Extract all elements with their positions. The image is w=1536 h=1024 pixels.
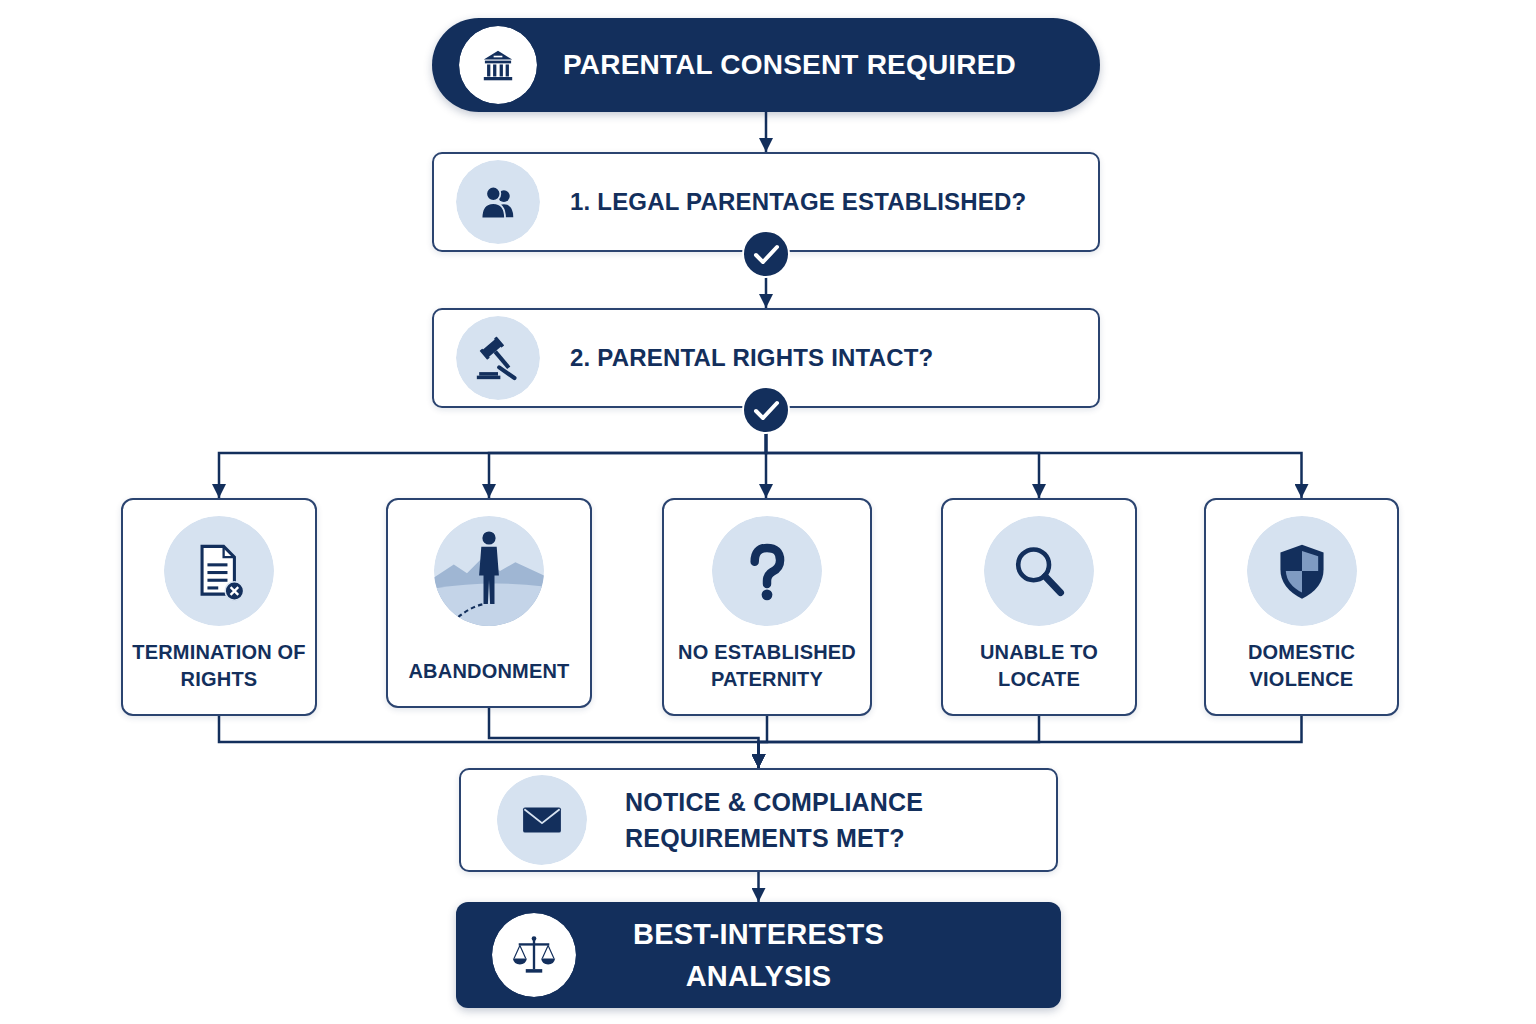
node-icon bbox=[456, 160, 540, 244]
flow-connector bbox=[219, 408, 766, 498]
question-box: 2. PARENTAL RIGHTS INTACT? bbox=[432, 308, 1100, 408]
question-box: NOTICE & COMPLIANCE REQUIREMENTS MET? bbox=[459, 768, 1058, 872]
node-label: UNABLE TO LOCATE bbox=[951, 639, 1127, 694]
exception-card: TERMINATION OF RIGHTS bbox=[121, 498, 317, 716]
exception-card: DOMESTIC VIOLENCE bbox=[1204, 498, 1399, 716]
exception-card: NO ESTABLISHED PATERNITY bbox=[662, 498, 872, 716]
node-label: DOMESTIC VIOLENCE bbox=[1214, 639, 1389, 694]
flow-connector bbox=[765, 252, 768, 308]
node-icon bbox=[164, 516, 274, 626]
node-icon bbox=[984, 516, 1094, 626]
flow-connector bbox=[766, 408, 1302, 498]
node-label: 1. LEGAL PARENTAGE ESTABLISHED? bbox=[570, 185, 1026, 220]
node-icon bbox=[492, 913, 576, 997]
flow-connector bbox=[765, 112, 768, 152]
exception-card: UNABLE TO LOCATE bbox=[941, 498, 1137, 716]
node-label: BEST-INTERESTS ANALYSIS bbox=[599, 913, 919, 997]
node-label: NO ESTABLISHED PATERNITY bbox=[672, 639, 862, 694]
node-icon bbox=[1247, 516, 1357, 626]
flow-connector bbox=[757, 872, 760, 902]
start-terminal: PARENTAL CONSENT REQUIRED bbox=[432, 18, 1100, 112]
flow-connector bbox=[489, 408, 766, 498]
node-label: NOTICE & COMPLIANCE REQUIREMENTS MET? bbox=[625, 784, 995, 857]
node-icon bbox=[456, 316, 540, 400]
question-box: 1. LEGAL PARENTAGE ESTABLISHED? bbox=[432, 152, 1100, 252]
node-label: 2. PARENTAL RIGHTS INTACT? bbox=[570, 341, 933, 376]
end-terminal: BEST-INTERESTS ANALYSIS bbox=[456, 902, 1061, 1008]
exception-card: ABANDONMENT bbox=[386, 498, 592, 708]
node-icon bbox=[712, 516, 822, 626]
node-icon bbox=[434, 516, 544, 626]
node-icon bbox=[497, 775, 587, 865]
flow-connector bbox=[489, 708, 759, 768]
node-icon bbox=[459, 26, 537, 104]
node-label: PARENTAL CONSENT REQUIRED bbox=[563, 45, 1016, 86]
node-label: TERMINATION OF RIGHTS bbox=[131, 639, 307, 694]
flow-connector bbox=[759, 716, 1302, 768]
node-label: ABANDONMENT bbox=[408, 658, 569, 686]
